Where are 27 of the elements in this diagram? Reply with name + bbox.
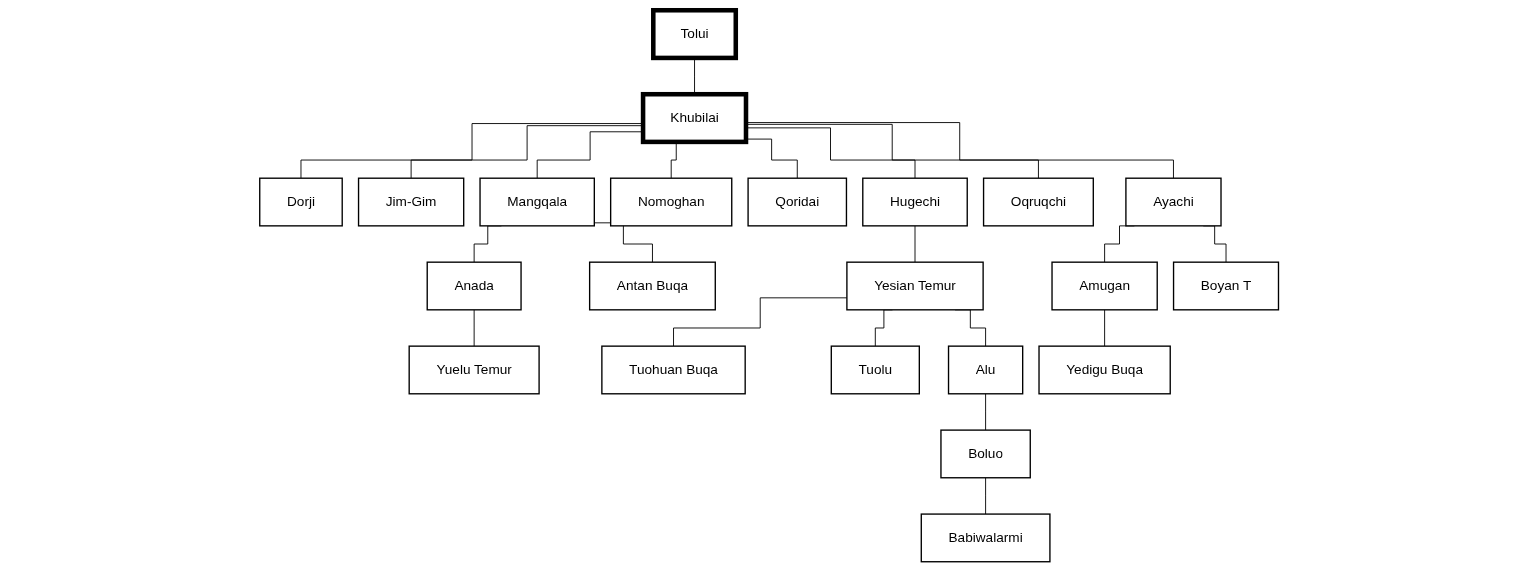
node-box: Yesian Temur bbox=[846, 261, 984, 311]
node-box: Hugechi bbox=[862, 177, 968, 227]
node-box: Yuelu Temur bbox=[408, 345, 540, 395]
node-box: Tuohuan Buqa bbox=[601, 345, 746, 395]
connector bbox=[1104, 309, 1105, 347]
connector bbox=[985, 477, 986, 515]
node-box: Nomoghan bbox=[609, 177, 733, 227]
node-box: Babiwalarmi bbox=[920, 513, 1051, 563]
node-box: Khubilai bbox=[640, 91, 749, 145]
node-box: Boyan T bbox=[1172, 261, 1280, 311]
node-box: Oqruqchi bbox=[982, 177, 1094, 227]
node-box: Jim-Gim bbox=[357, 177, 465, 227]
node-box: Tolui bbox=[650, 8, 738, 61]
connector bbox=[473, 309, 475, 347]
node-box: Amugan bbox=[1051, 261, 1158, 311]
node-box: Antan Buqa bbox=[588, 261, 716, 311]
node-box: Alu bbox=[947, 345, 1024, 395]
connector bbox=[985, 393, 986, 431]
node-box: Qoridai bbox=[747, 177, 847, 227]
node-box: Boluo bbox=[940, 429, 1031, 479]
node-box: Anada bbox=[426, 261, 522, 311]
node-box: Yedigu Buqa bbox=[1038, 345, 1171, 395]
node-box: Dorji bbox=[258, 177, 343, 227]
node-box: Mangqala bbox=[479, 177, 595, 227]
node-box: Ayachi bbox=[1125, 177, 1222, 227]
connector bbox=[914, 225, 916, 263]
node-box: Tuolu bbox=[830, 345, 920, 395]
